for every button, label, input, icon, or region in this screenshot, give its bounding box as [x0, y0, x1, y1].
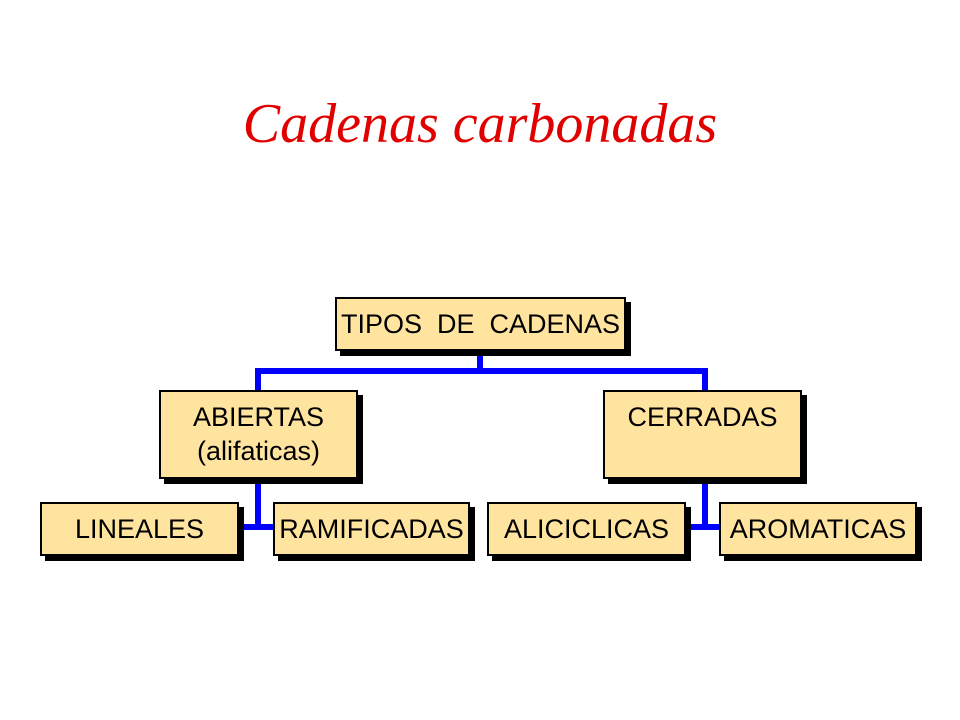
- node-tipos-de-cadenas-label: TIPOS DE CADENAS: [340, 309, 621, 339]
- node-aliciclicas-label: ALICICLICAS: [503, 514, 670, 544]
- node-abiertas-label: ABIERTAS: [192, 402, 325, 432]
- node-lineales: LINEALES: [40, 502, 239, 556]
- connector-cerradas-to-children: [690, 479, 719, 530]
- node-aliciclicas: ALICICLICAS: [487, 502, 686, 556]
- node-abiertas-sublabel: (alifaticas): [196, 436, 321, 466]
- node-ramificadas: RAMIFICADAS: [273, 502, 470, 556]
- connector-root-to-children: [255, 351, 708, 390]
- node-cerradas-label: CERRADAS: [627, 402, 778, 432]
- node-cerradas: CERRADAS: [603, 390, 802, 479]
- node-ramificadas-label: RAMIFICADAS: [279, 514, 464, 544]
- slide-title: Cadenas carbonadas: [242, 93, 718, 155]
- node-aromaticas: AROMATICAS: [719, 502, 917, 556]
- node-abiertas: ABIERTAS (alifaticas): [159, 390, 358, 479]
- node-tipos-de-cadenas: TIPOS DE CADENAS: [335, 297, 626, 351]
- node-lineales-label: LINEALES: [74, 514, 205, 544]
- node-aromaticas-label: AROMATICAS: [729, 514, 907, 544]
- connector-abiertas-to-children: [243, 479, 273, 530]
